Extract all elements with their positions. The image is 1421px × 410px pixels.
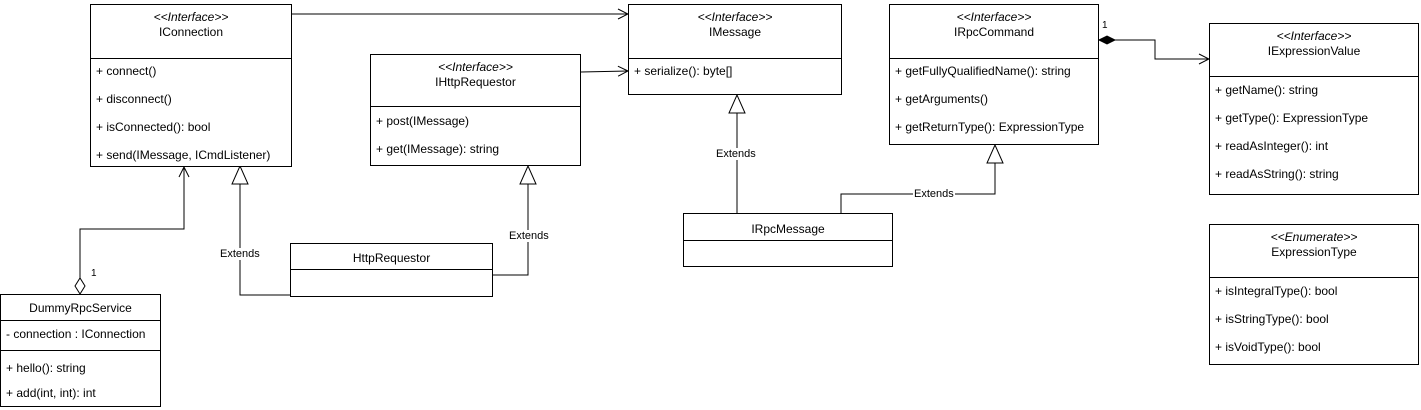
class-irpcmessage[interactable]: IRpcMessage [683, 213, 893, 267]
method-item: + isIntegralType(): bool [1215, 284, 1338, 298]
extends-httprequestor-iconnection [239, 184, 290, 296]
multiplicity-composition: 1 [1102, 20, 1108, 31]
method-item: + add(int, int): int [6, 386, 96, 400]
class-header: HttpRequestor [291, 244, 492, 270]
method-item: + readAsString(): string [1215, 167, 1339, 181]
method-item: + getReturnType(): ExpressionType [895, 120, 1085, 134]
method-item: + post(IMessage) [376, 114, 470, 128]
class-ihttprequestor[interactable]: <<Interface>> IHttpRequestor + post(IMes… [370, 54, 581, 166]
extends-label-httprequestor-iconnection: Extends [219, 248, 261, 260]
class-header: DummyRpcService [1, 295, 160, 321]
methods-section: + isIntegralType(): bool + isStringType(… [1210, 278, 1418, 364]
class-header: IRpcMessage [684, 214, 892, 241]
class-name: HttpRequestor [352, 251, 431, 265]
class-name: IExpressionValue [1267, 44, 1361, 58]
class-name: ExpressionType [1271, 245, 1357, 259]
class-header: <<Interface>> IMessage [629, 5, 841, 59]
class-header: <<Interface>> IExpressionValue [1210, 24, 1418, 77]
aggregation-dummyrpcservice-iconnection [79, 167, 184, 278]
methods-section: + serialize(): byte[] [629, 59, 841, 94]
extends-httprequestor-ihttprequestor [492, 184, 529, 276]
methods-section: + getFullyQualifiedName(): string + getA… [890, 59, 1098, 144]
stereotype-label: <<Enumerate>> [1270, 230, 1358, 244]
class-iexpressionvalue[interactable]: <<Interface>> IExpressionValue + getName… [1209, 23, 1419, 195]
methods-section: + post(IMessage) + get(IMessage): string [371, 107, 580, 165]
stereotype-label: <<Interface>> [438, 60, 513, 74]
extends-label-irpcmessage-imessage: Extends [715, 148, 757, 160]
method-item: + isVoidType(): bool [1215, 340, 1321, 354]
aggregation-diamond [74, 277, 86, 295]
class-imessage[interactable]: <<Interface>> IMessage + serialize(): by… [628, 4, 842, 95]
class-dummyrpcservice[interactable]: DummyRpcService - connection : IConnecti… [0, 294, 161, 407]
methods-section: + connect() + disconnect() + isConnected… [91, 59, 291, 167]
class-name: IRpcMessage [751, 222, 825, 236]
stereotype-label: <<Interface>> [956, 10, 1032, 24]
method-item: + serialize(): byte[] [634, 64, 733, 78]
methods-section: + getName(): string + getType(): Express… [1210, 77, 1418, 194]
method-item: + getArguments() [895, 92, 989, 106]
inheritance-triangle-irpccommand [986, 143, 1004, 164]
class-name: IHttpRequestor [435, 75, 516, 89]
method-item: + hello(): string [6, 361, 86, 375]
stereotype-label: <<Interface>> [1276, 29, 1352, 43]
class-name: IMessage [708, 25, 762, 39]
assoc-ihttprequestor-imessage [580, 71, 628, 72]
method-item: + readAsInteger(): int [1215, 139, 1329, 153]
inheritance-triangle-iconnection [231, 164, 249, 185]
class-name: IConnection [158, 25, 224, 39]
method-item: + connect() [96, 64, 157, 78]
attribute-item: - connection : IConnection [6, 327, 146, 341]
multiplicity-aggregation: 1 [91, 268, 97, 279]
method-item: + isStringType(): bool [1215, 312, 1329, 326]
inheritance-triangle-imessage [728, 93, 746, 114]
method-item: + get(IMessage): string [376, 142, 500, 156]
extends-label-irpcmessage-irpccommand: Extends [913, 188, 955, 200]
class-iconnection[interactable]: <<Interface>> IConnection + connect() + … [90, 4, 292, 167]
class-expressiontype[interactable]: <<Enumerate>> ExpressionType + isIntegra… [1209, 224, 1419, 365]
method-item: + getFullyQualifiedName(): string [895, 64, 1071, 78]
class-irpccommand[interactable]: <<Interface>> IRpcCommand + getFullyQual… [889, 4, 1099, 145]
empty-section [291, 270, 492, 296]
empty-section [684, 241, 892, 266]
method-item: + disconnect() [96, 92, 172, 106]
attributes-section: - connection : IConnection [1, 321, 160, 351]
class-name: IRpcCommand [953, 25, 1035, 39]
class-header: <<Interface>> IRpcCommand [890, 5, 1098, 59]
class-httprequestor[interactable]: HttpRequestor [290, 243, 493, 297]
method-item: + isConnected(): bool [96, 120, 211, 134]
extends-label-httprequestor-ihttprequestor: Extends [508, 230, 550, 242]
method-item: + getName(): string [1215, 83, 1319, 97]
composition-irpccommand-iexpressionvalue [1115, 39, 1209, 59]
methods-section: + hello(): string + add(int, int): int [1, 351, 160, 406]
stereotype-label: <<Interface>> [697, 10, 773, 24]
class-header: <<Enumerate>> ExpressionType [1210, 225, 1418, 278]
stereotype-label: <<Interface>> [153, 10, 229, 24]
composition-diamond [1097, 35, 1117, 45]
method-item: + send(IMessage, ICmdListener) [96, 148, 271, 162]
method-item: + getType(): ExpressionType [1215, 111, 1369, 125]
class-header: <<Interface>> IConnection [91, 5, 291, 59]
class-name: DummyRpcService [29, 301, 132, 315]
inheritance-triangle-ihttprequestor [519, 164, 537, 185]
class-header: <<Interface>> IHttpRequestor [371, 55, 580, 107]
